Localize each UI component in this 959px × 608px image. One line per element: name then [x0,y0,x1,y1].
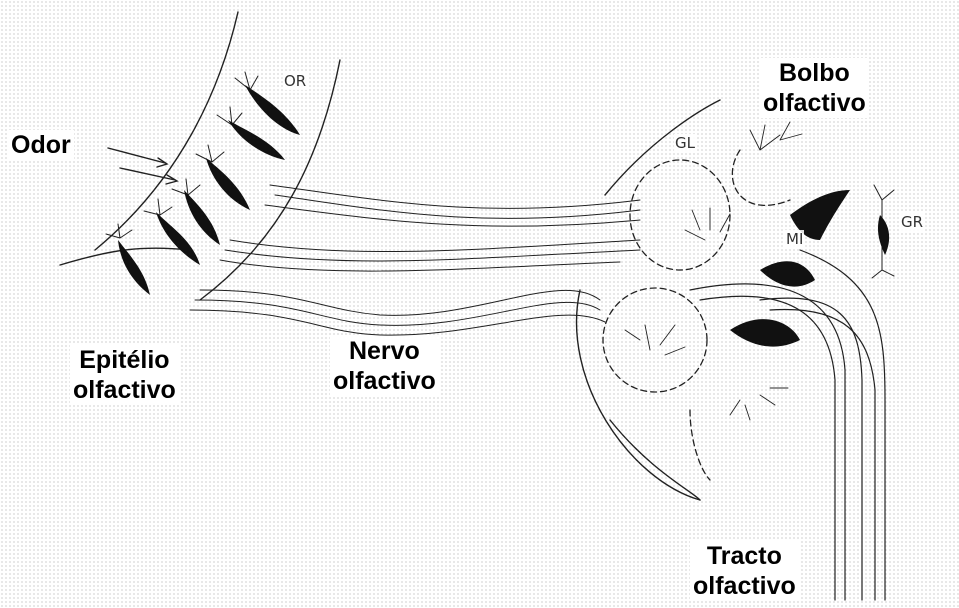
label-tracto-line1: Tracto [693,541,796,571]
olfactory-nerve-fibers [190,185,640,335]
label-gl: GL [674,134,696,152]
label-bolbo-line1: Bolbo [763,58,866,88]
label-nervo-line2: olfactivo [333,366,436,396]
label-tracto-olfactivo: Tracto olfactivo [690,541,799,601]
cilia [106,72,258,238]
label-bolbo-olfactivo: Bolbo olfactivo [760,58,869,118]
label-mi: MI [785,230,804,248]
glomerulus-lower [603,288,707,392]
receptor-neurons [118,85,300,295]
bulb-outline-lower [610,420,700,500]
label-epitelio-line2: olfactivo [73,375,176,405]
label-bolbo-line2: olfactivo [763,88,866,118]
epithelium-boundary-outer [95,12,238,250]
label-gr: GR [900,213,924,231]
label-nervo-olfactivo: Nervo olfactivo [330,336,439,396]
bulb-outline-bottom [577,290,700,500]
mitral-cells [730,190,889,347]
label-epitelio-olfactivo: Epitélio olfactivo [70,345,179,405]
bulb-outline-top [605,100,720,195]
label-nervo-line1: Nervo [333,336,436,366]
glomerulus-arc-lower [690,410,710,480]
glomerulus-arc-right [732,150,790,205]
label-tracto-line2: olfactivo [693,571,796,601]
label-or: OR [283,72,307,90]
label-odor: Odor [8,130,74,160]
odor-arrows [108,148,177,184]
label-epitelio-line1: Epitélio [73,345,176,375]
glomerulus-upper [630,160,730,270]
